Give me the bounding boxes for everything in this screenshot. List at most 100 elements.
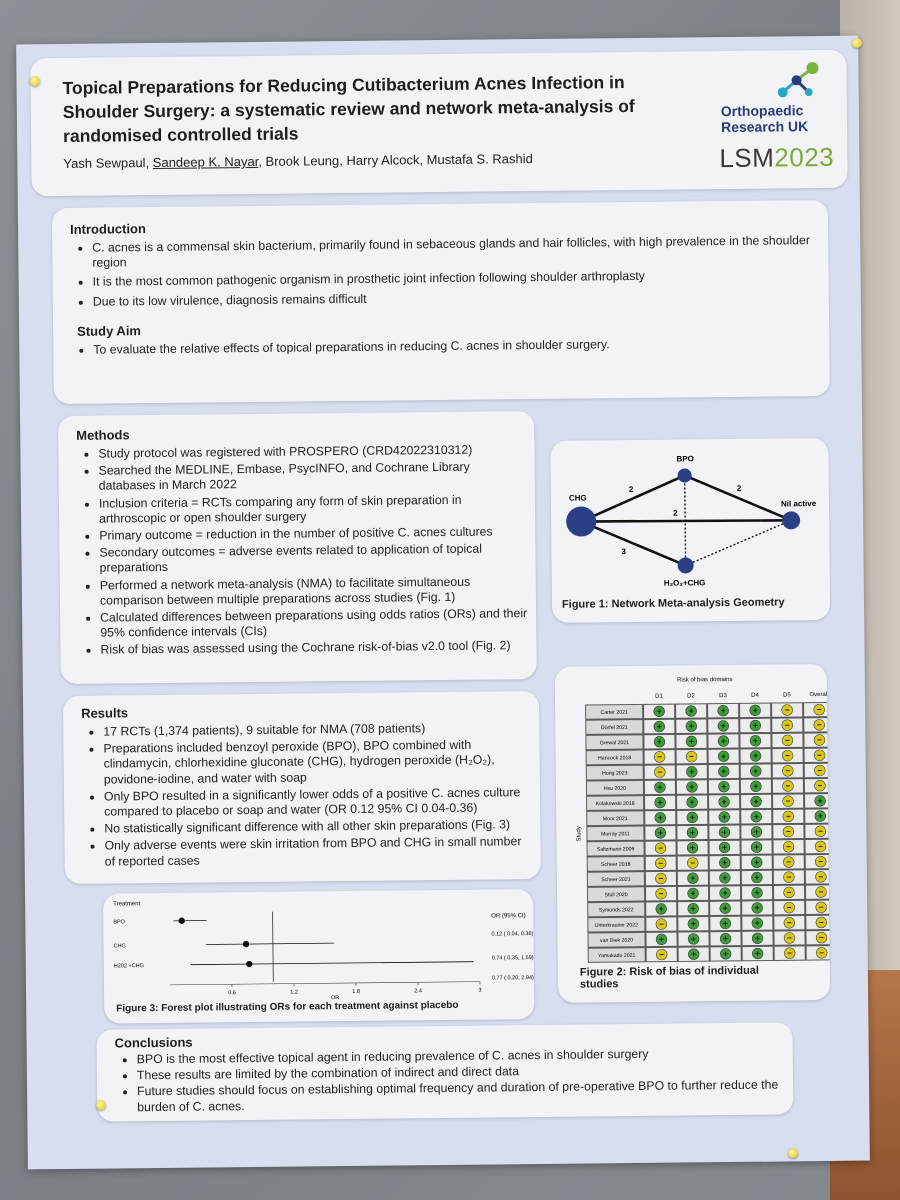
rob-symbol: +: [658, 798, 663, 807]
forest-header-right: OR (95% CI): [491, 913, 525, 919]
rob-symbol: +: [755, 888, 760, 897]
rob-column-header: D3: [719, 693, 727, 699]
rob-symbol: +: [691, 950, 696, 959]
rob-low-icon: [750, 795, 762, 808]
rob-low-icon: [814, 810, 826, 822]
rob-low-icon: [654, 781, 666, 793]
rob-some-concerns-icon: [815, 856, 827, 868]
rob-low-icon: [687, 887, 699, 900]
rob-low-icon: [687, 933, 700, 945]
rob-symbol: −: [819, 903, 824, 912]
lsm-year: 2023: [774, 141, 835, 173]
rob-some-concerns-icon: [816, 947, 828, 959]
rob-symbol: −: [785, 751, 790, 760]
edge-chg-bpo: [580, 474, 686, 523]
rob-low-icon: [686, 811, 698, 824]
rob-study-cell: [587, 872, 644, 886]
rob-symbol: +: [722, 813, 727, 822]
rob-low-icon: [751, 871, 763, 884]
list-item: Searched the MEDLINE, Embase, PsycINFO, …: [99, 459, 527, 494]
rob-some-concerns-icon: [783, 932, 796, 944]
rob-some-concerns-icon: [654, 842, 667, 854]
forest-tick-label: 1.2: [290, 990, 298, 996]
rob-low-icon: [653, 705, 665, 717]
rob-symbol: −: [786, 812, 791, 821]
rob-header: Risk of bias domains: [677, 677, 732, 684]
rob-low-icon: [718, 781, 730, 793]
push-pin: [852, 38, 862, 48]
rob-low-icon: [750, 780, 762, 792]
rob-symbol: −: [785, 736, 790, 745]
node-label-nil: Nil active: [781, 499, 817, 508]
rob-some-concerns-icon: [814, 780, 826, 792]
authors-rest: , Brook Leung, Harry Alcock, Mustafa S. …: [258, 151, 533, 169]
rob-symbol: +: [722, 782, 727, 791]
rob-symbol: −: [818, 827, 823, 836]
rob-symbol: +: [723, 873, 728, 882]
rob-study-cell: [588, 948, 645, 962]
rob-symbol: −: [659, 874, 664, 883]
rob-column-header: D2: [687, 693, 695, 699]
rob-some-concerns-icon: [687, 857, 699, 869]
rob-low-icon: [719, 872, 731, 884]
rob-some-concerns-icon: [781, 704, 793, 716]
rob-study-cell: [587, 826, 644, 841]
edge-h2o2-nil: [685, 519, 792, 567]
edge-label-chg-nil: 2: [673, 509, 678, 518]
rob-symbol: −: [785, 706, 790, 715]
node-label-chg: CHG: [569, 493, 587, 502]
rob-symbol: −: [785, 721, 790, 730]
rob-symbol: +: [723, 934, 728, 943]
rob-symbol: −: [819, 933, 824, 942]
rob-some-concerns-icon: [813, 734, 826, 746]
rob-symbol: +: [722, 858, 727, 867]
forest-point: [242, 940, 250, 948]
rob-symbol: +: [690, 843, 695, 852]
rob-study-name: Saltzmann 2009: [597, 846, 635, 852]
rob-study-cell: [588, 902, 645, 917]
rob-study-name: Scheer 2021: [601, 877, 631, 883]
rob-low-icon: [654, 812, 666, 824]
methods-list: Study protocol was registered with PROSP…: [76, 442, 528, 658]
node-nil: [782, 511, 801, 530]
node-bpo: [677, 468, 692, 483]
conclusions-panel: Conclusions BPO is the most effective to…: [96, 1022, 794, 1122]
network-panel: CHG BPO Nil active H₂O₂+CHG 2 2 2 3 Figu…: [550, 437, 831, 623]
rob-symbol: +: [722, 828, 727, 837]
rob-symbol: −: [786, 858, 791, 867]
rob-symbol: +: [723, 889, 728, 898]
rob-symbol: −: [690, 859, 695, 868]
authors-first: Yash Sewpaul,: [63, 155, 153, 171]
rob-some-concerns-icon: [815, 886, 827, 898]
list-item: Primary outcome = reduction in the numbe…: [99, 524, 527, 544]
rob-symbol: +: [722, 843, 727, 852]
rob-low-icon: [653, 720, 665, 733]
forest-x-label: OR: [331, 995, 339, 1001]
rob-symbol: −: [817, 766, 822, 775]
rob-some-concerns-icon: [783, 917, 796, 929]
rob-low-icon: [749, 719, 761, 732]
rob-low-icon: [718, 826, 731, 838]
rob-low-icon: [718, 796, 730, 808]
rob-some-concerns-icon: [655, 888, 667, 900]
list-item: Only BPO resulted in a significantly low…: [104, 785, 532, 820]
rob-symbol: +: [723, 919, 728, 928]
rob-symbol: +: [723, 949, 728, 958]
list-item: It is the most common pathogenic organis…: [93, 268, 811, 291]
rob-symbol: +: [755, 919, 760, 928]
rob-symbol: +: [659, 935, 664, 944]
rob-low-icon: [749, 735, 762, 747]
rob-column-header: Overall: [809, 692, 828, 698]
rob-symbol: +: [754, 843, 759, 852]
methods-panel: Methods Study protocol was registered wi…: [58, 411, 537, 685]
edge-chg-nil: [581, 519, 792, 523]
rob-symbol: −: [787, 903, 792, 912]
rob-symbol: +: [753, 706, 758, 715]
forest-tick-label: 0.6: [228, 990, 236, 996]
rob-symbol: +: [818, 796, 823, 805]
rob-symbol: +: [690, 783, 695, 792]
rob-symbol: +: [722, 797, 727, 806]
rob-low-icon: [654, 796, 666, 809]
rob-low-icon: [751, 856, 763, 868]
